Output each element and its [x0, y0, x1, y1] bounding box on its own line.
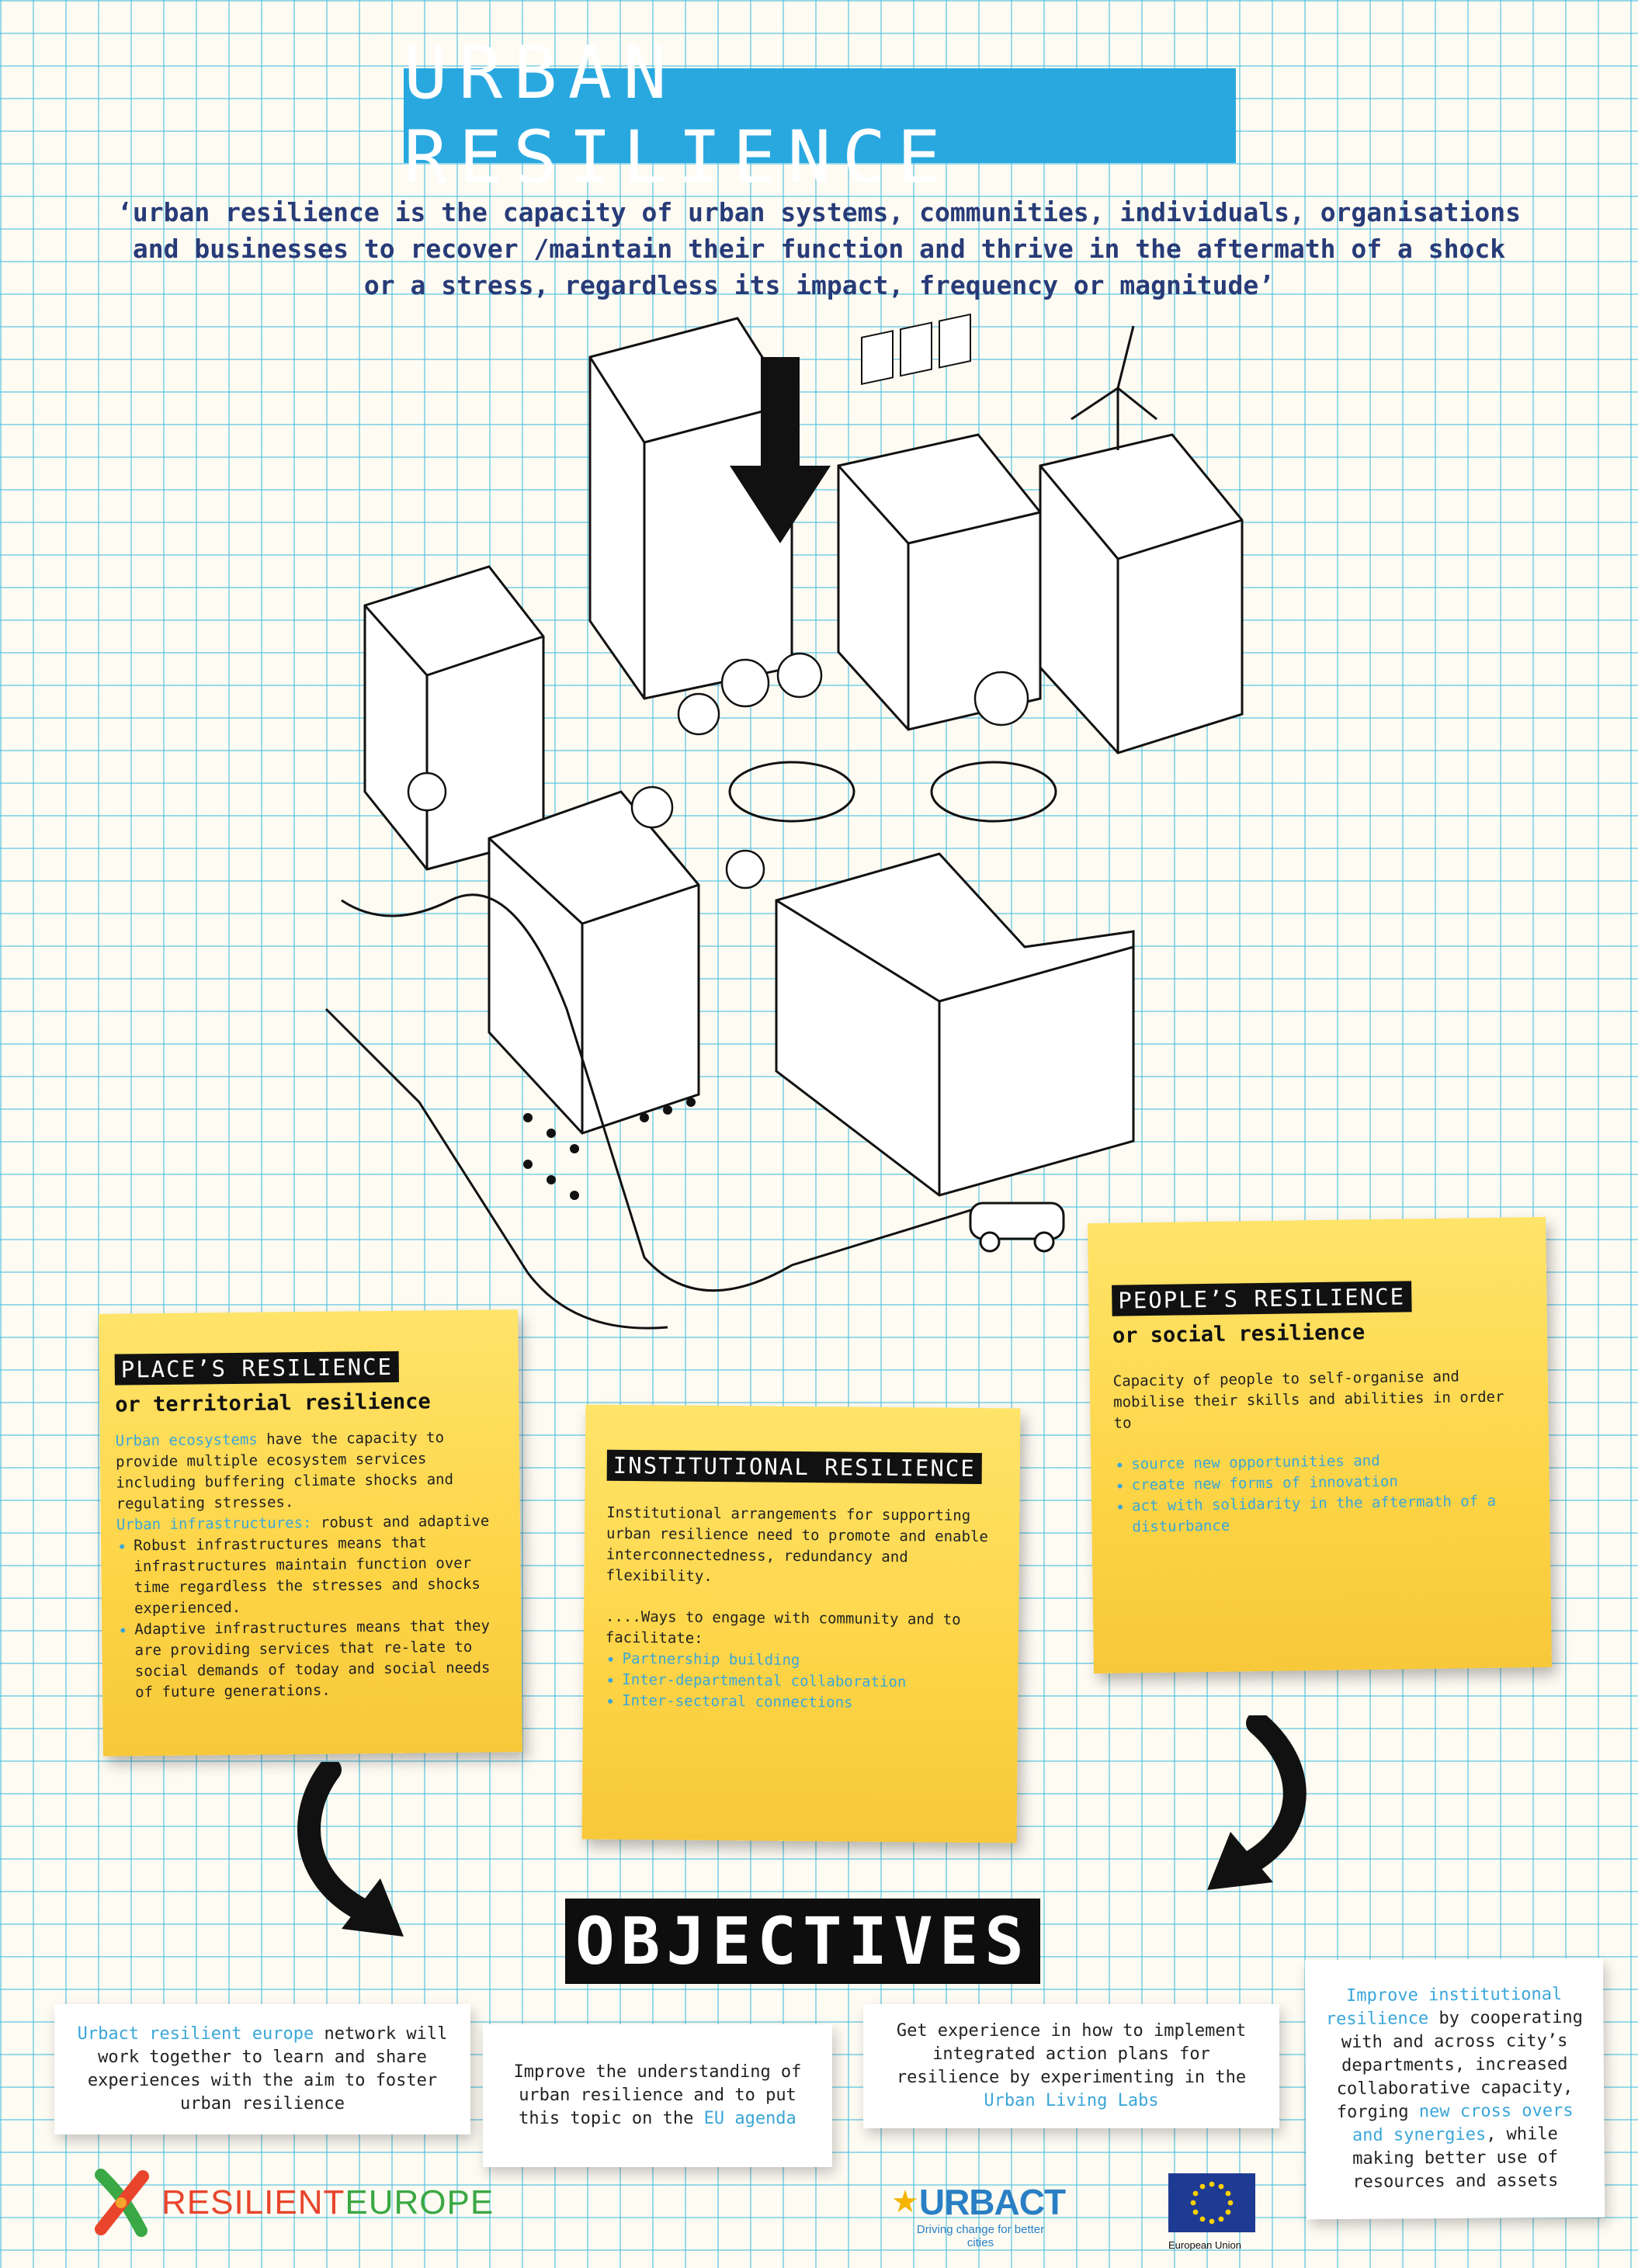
- left-curved-arrow-icon: [297, 1762, 404, 1937]
- list-item: Inter-departmental collaboration: [622, 1670, 1004, 1694]
- down-arrow-icon: [730, 357, 831, 543]
- urbact-logo: ★ URBACT Driving change for better citie…: [891, 2182, 1066, 2249]
- definition-quote: ‘urban resilience is the capacity of urb…: [117, 197, 1521, 300]
- resilient-europe-mark-icon: [95, 2169, 149, 2237]
- eu-flag-icon: [1168, 2173, 1255, 2232]
- star-icon: ★: [891, 2185, 919, 2219]
- title-banner: URBAN RESILIENCE: [404, 31, 1236, 200]
- people-header: PEOPLE’S RESILIENCE: [1112, 1281, 1412, 1316]
- people-resilience-note: PEOPLE’S RESILIENCE or social resilience…: [1087, 1216, 1553, 1674]
- place-header: PLACE’S RESILIENCE: [114, 1351, 400, 1385]
- objectives-title: OBJECTIVES: [575, 1903, 1030, 1979]
- objectives-banner: OBJECTIVES: [565, 1899, 1040, 1984]
- page-title: URBAN RESILIENCE: [404, 31, 952, 200]
- eu-logo: European Union: [1168, 2173, 1258, 2251]
- place-body: Urban ecosystems have the capacity to pr…: [116, 1427, 508, 1703]
- objective-card-3: Get experience in how to implement integ…: [863, 2004, 1279, 2128]
- institutional-body: Institutional arrangements for supportin…: [605, 1503, 1005, 1715]
- list-item: Partnership building: [622, 1649, 1004, 1673]
- list-item: Robust infrastructures means that infras…: [134, 1531, 507, 1619]
- people-subtitle: or social resilience: [1112, 1320, 1366, 1348]
- institutional-header: INSTITUTIONAL RESILIENCE: [606, 1449, 982, 1485]
- place-subtitle: or territorial resilience: [115, 1389, 431, 1417]
- institutional-resilience-note: INSTITUTIONAL RESILIENCE Institutional a…: [581, 1404, 1021, 1843]
- city-illustration: [324, 313, 1244, 1330]
- right-curved-arrow-icon: [1207, 1715, 1307, 1890]
- objective-card-4: Improve institutional resilience by coop…: [1304, 1958, 1605, 2220]
- logo-word-europe: EUROPE: [345, 2183, 495, 2221]
- list-item: Adaptive infrastructures means that they…: [134, 1615, 508, 1703]
- objective-card-1: Urbact resilient europe network will wor…: [54, 2004, 470, 2134]
- list-item: act with solidarity in the aftermath of …: [1132, 1490, 1532, 1538]
- objective-card-2: Improve the understanding of urban resil…: [483, 2024, 832, 2167]
- list-item: Inter-sectoral connections: [622, 1691, 1004, 1715]
- people-body: Capacity of people to self-organise and …: [1113, 1365, 1532, 1538]
- place-resilience-note: PLACE’S RESILIENCE or territorial resili…: [99, 1309, 522, 1756]
- logo-word-resilient: RESILIENT: [161, 2183, 345, 2221]
